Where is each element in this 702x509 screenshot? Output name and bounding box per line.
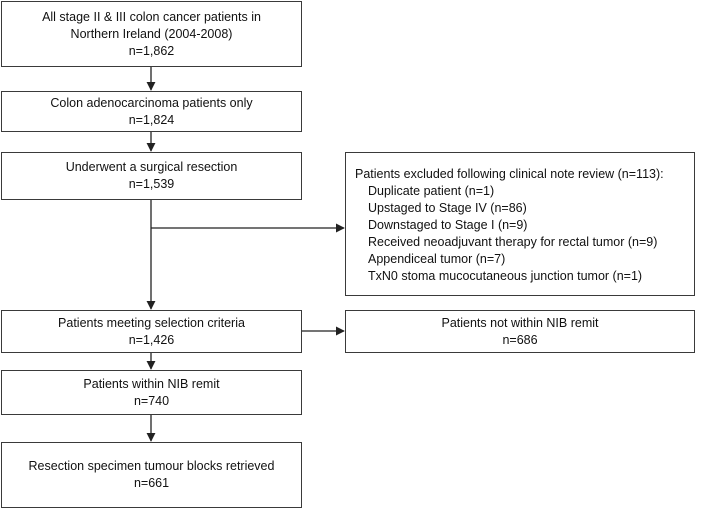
box-blocks-retrieved-count: n=661 bbox=[133, 476, 170, 490]
box-adenocarcinoma: Colon adenocarcinoma patients only n=1,8… bbox=[1, 91, 302, 132]
box-surgical-resection-label: Underwent a surgical resection bbox=[65, 160, 238, 174]
box-all-patients-line-2: Northern Ireland (2004-2008) bbox=[70, 26, 233, 41]
box-blocks-retrieved: Resection specimen tumour blocks retriev… bbox=[1, 442, 302, 508]
exclusion-item: TxN0 stoma mucocutaneous junction tumor … bbox=[368, 269, 643, 283]
box-exclusions: Patients excluded following clinical not… bbox=[345, 152, 695, 296]
exclusions-heading: Patients excluded following clinical not… bbox=[355, 167, 664, 181]
exclusion-item: Received neoadjuvant therapy for rectal … bbox=[368, 235, 658, 249]
box-all-patients: All stage II & III colon cancer patients… bbox=[1, 1, 302, 67]
box-not-nib-label: Patients not within NIB remit bbox=[441, 315, 599, 330]
box-adenocarcinoma-count: n=1,824 bbox=[128, 112, 175, 127]
box-all-patients-line-1: All stage II & III colon cancer patients… bbox=[42, 9, 261, 24]
exclusion-item: Downstaged to Stage I (n=9) bbox=[368, 218, 528, 232]
exclusion-item: Duplicate patient (n=1) bbox=[368, 184, 495, 198]
box-selection-criteria-count: n=1,426 bbox=[128, 332, 175, 347]
box-within-nib-label: Patients within NIB remit bbox=[83, 376, 220, 391]
box-surgical-resection-count: n=1,539 bbox=[128, 177, 175, 191]
box-not-nib-count: n=686 bbox=[502, 332, 538, 347]
box-selection-criteria: Patients meeting selection criteria n=1,… bbox=[1, 310, 302, 353]
exclusion-item: Upstaged to Stage IV (n=86) bbox=[368, 201, 527, 215]
box-not-nib: Patients not within NIB remit n=686 bbox=[345, 310, 695, 353]
box-surgical-resection: Underwent a surgical resection n=1,539 bbox=[1, 152, 302, 200]
box-within-nib-count: n=740 bbox=[133, 393, 170, 408]
exclusion-item: Appendiceal tumor (n=7) bbox=[368, 252, 506, 266]
box-adenocarcinoma-label: Colon adenocarcinoma patients only bbox=[50, 95, 253, 110]
box-within-nib: Patients within NIB remit n=740 bbox=[1, 370, 302, 415]
box-all-patients-count: n=1,862 bbox=[128, 43, 175, 58]
box-selection-criteria-label: Patients meeting selection criteria bbox=[58, 315, 245, 330]
box-blocks-retrieved-label: Resection specimen tumour blocks retriev… bbox=[28, 459, 275, 473]
